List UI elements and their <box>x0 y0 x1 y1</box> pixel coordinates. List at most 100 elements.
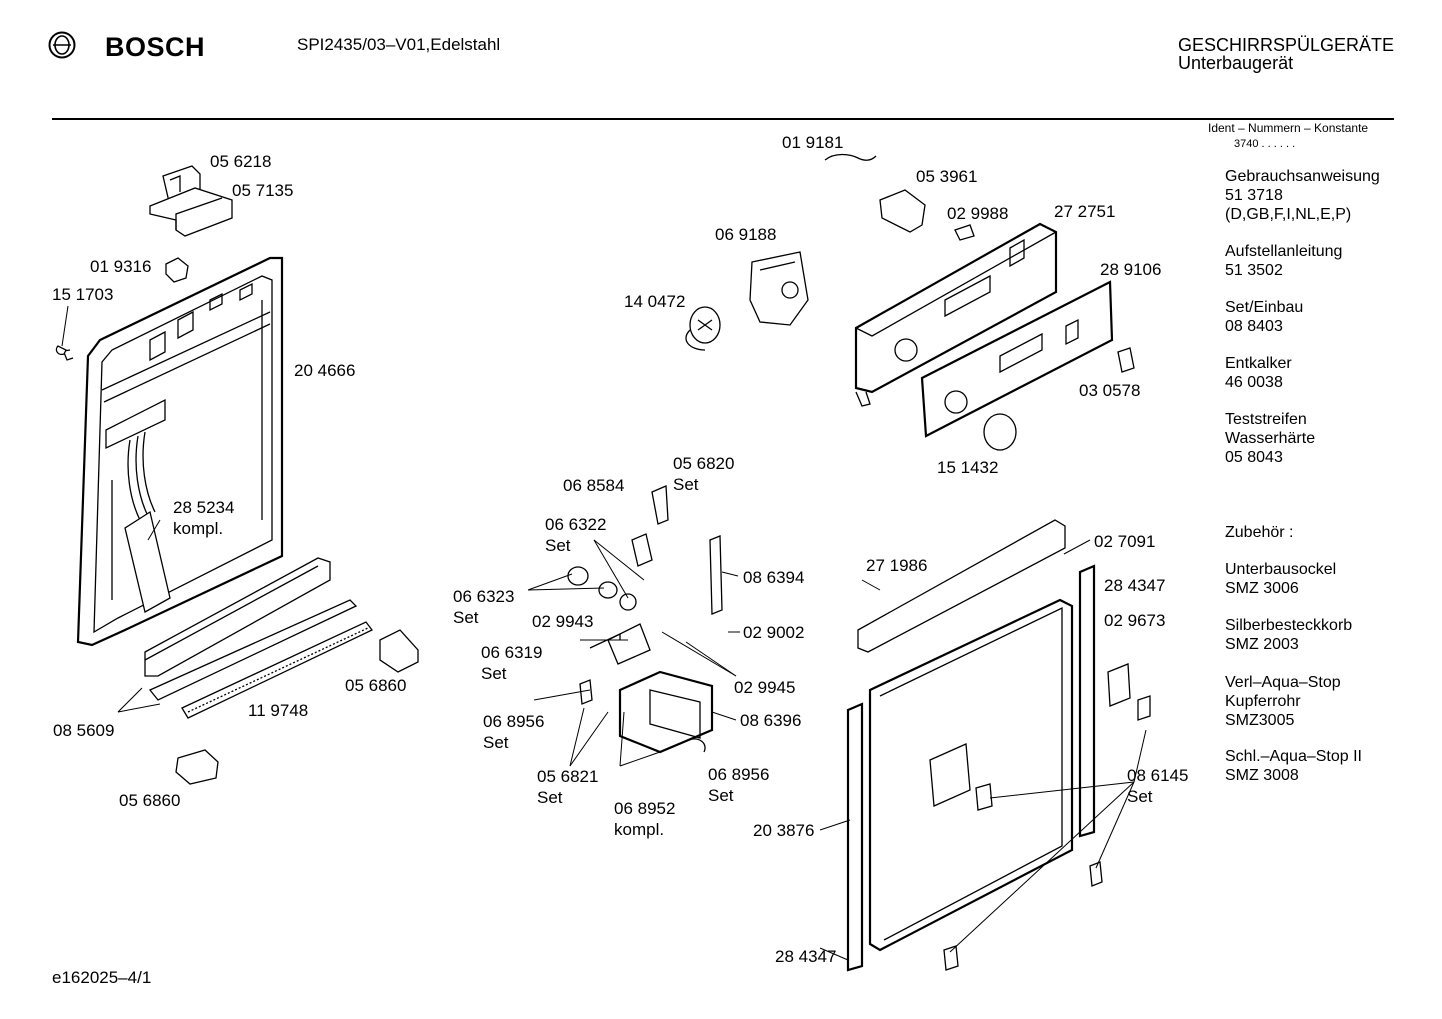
small-clip <box>165 257 189 283</box>
ident-label: Ident – Nummern – Konstante <box>1208 121 1369 135</box>
hose-nozzle <box>687 738 706 753</box>
program-knob <box>983 413 1017 451</box>
part-label: 03 0578 <box>1079 381 1141 400</box>
sidebar-block-title: Set/Einbau <box>1225 299 1304 316</box>
sidebar-block-title: Verl–Aqua–Stop <box>1225 674 1341 691</box>
sidebar-block-line: SMZ3005 <box>1225 712 1295 729</box>
part-label: 27 1986 <box>866 556 928 575</box>
left-side-strip <box>846 702 864 972</box>
part-label: 11 9748 <box>248 701 309 720</box>
bottom-strip-lower <box>181 621 373 719</box>
end-cap-right <box>379 629 419 673</box>
control-panel-housing <box>854 222 1058 407</box>
end-cap-left <box>175 749 219 785</box>
sidebar-block-line: Wasserhärte <box>1225 430 1316 447</box>
top-hinge-bracket <box>149 165 233 237</box>
part-label: 15 1703 <box>52 285 114 304</box>
sidebar-block-line: Kupferrohr <box>1225 693 1301 710</box>
latch-spring <box>651 485 669 525</box>
sidebar-block: Schl.–Aqua–Stop II SMZ 3008 <box>1225 747 1362 785</box>
rinse-cap <box>567 566 589 586</box>
sidebar-block-title: Entkalker <box>1225 355 1292 372</box>
part-label: 02 9988 <box>947 204 1009 223</box>
sidebar-block-title: Zubehör : <box>1225 524 1294 541</box>
drawing-code: e162025–4/1 <box>52 968 152 987</box>
hinge-clip <box>1137 695 1151 721</box>
bosch-logo-icon <box>48 31 76 59</box>
sidebar-block-line: 08 8403 <box>1225 318 1283 335</box>
sidebar-block-title: Unterbausockel <box>1225 561 1337 578</box>
sidebar-block: Gebrauchsanweisung 51 3718 (D,GB,F,I,NL,E,… <box>1225 167 1380 224</box>
sidebar-block: Set/Einbau 08 8403 <box>1225 298 1303 336</box>
leader-lines <box>61 305 1147 961</box>
part-label: 28 4347 <box>775 947 837 966</box>
foot-bracket-right <box>1089 861 1103 887</box>
switch-bracket <box>879 189 926 233</box>
bottom-strip-middle <box>148 599 358 701</box>
part-label: 01 9181 <box>782 133 844 152</box>
sidebar-block-line: 51 3718 <box>1225 187 1283 204</box>
program-switch <box>749 251 809 326</box>
part-label: 02 9002 <box>743 623 805 642</box>
cap-seal-inner <box>619 593 637 611</box>
part-label: 02 9943 <box>532 612 594 631</box>
sidebar-block-title: Teststreifen <box>1225 411 1307 428</box>
sidebar-block-line: SMZ 2003 <box>1225 636 1299 653</box>
part-label: 05 3961 <box>916 167 978 186</box>
category-subtitle: Unterbaugerät <box>1178 53 1294 73</box>
foot-bracket-left <box>943 945 959 971</box>
right-side-strip <box>1078 564 1096 838</box>
part-label: 14 0472 <box>624 292 686 311</box>
sidebar-block-line: (D,GB,F,I,NL,E,P) <box>1225 206 1352 223</box>
part-label: 02 9673 <box>1104 611 1166 630</box>
sidebar-block-title: Silberbesteckkorb <box>1225 617 1353 634</box>
detergent-dispenser <box>589 623 714 754</box>
rocker-button <box>1117 347 1135 373</box>
part-label: 02 7091 <box>1094 532 1156 551</box>
hinge-plate <box>1107 663 1131 707</box>
lid-latch <box>631 533 653 567</box>
sidebar-block-line: 05 8043 <box>1225 449 1283 466</box>
sidebar-block-line: 46 0038 <box>1225 374 1283 391</box>
sidebar-block: Zubehör : <box>1225 523 1293 542</box>
part-label: 01 9316 <box>90 257 152 276</box>
category-title: GESCHIRRSPÜLGERÄTE <box>1178 35 1395 55</box>
part-label: 06 9188 <box>715 225 777 244</box>
model-title: SPI2435/03–V01,Edelstahl <box>297 35 501 54</box>
part-label: 08 6394 <box>743 568 805 587</box>
cap-seal <box>598 581 618 599</box>
sidebar-block-line: 51 3502 <box>1225 262 1283 279</box>
sidebar-block-line: SMZ 3008 <box>1225 767 1299 784</box>
part-label: 05 7135 <box>232 181 294 200</box>
brand-name: BOSCH <box>105 32 206 62</box>
ident-value: 3740 . . . . . . <box>1234 138 1296 150</box>
part-label: 28 4347 <box>1104 576 1166 595</box>
part-label: 05 6860 <box>345 676 407 695</box>
part-label: 05 6218 <box>210 152 272 171</box>
outer-door-panel <box>868 598 1074 952</box>
sidebar-block: Entkalker 46 0038 <box>1225 354 1292 392</box>
part-label: 02 9945 <box>734 678 796 697</box>
screw-left <box>579 679 593 705</box>
sidebar-block-title: Gebrauchsanweisung <box>1225 168 1380 185</box>
part-label: 20 3876 <box>753 821 815 840</box>
top-door-strip <box>857 519 1066 653</box>
bottom-strip-upper <box>144 557 331 677</box>
part-label: 20 4666 <box>294 361 356 380</box>
sensor-wire <box>824 153 877 161</box>
sidebar-block-title: Schl.–Aqua–Stop II <box>1225 748 1362 765</box>
part-label: 06 8584 <box>563 476 625 495</box>
